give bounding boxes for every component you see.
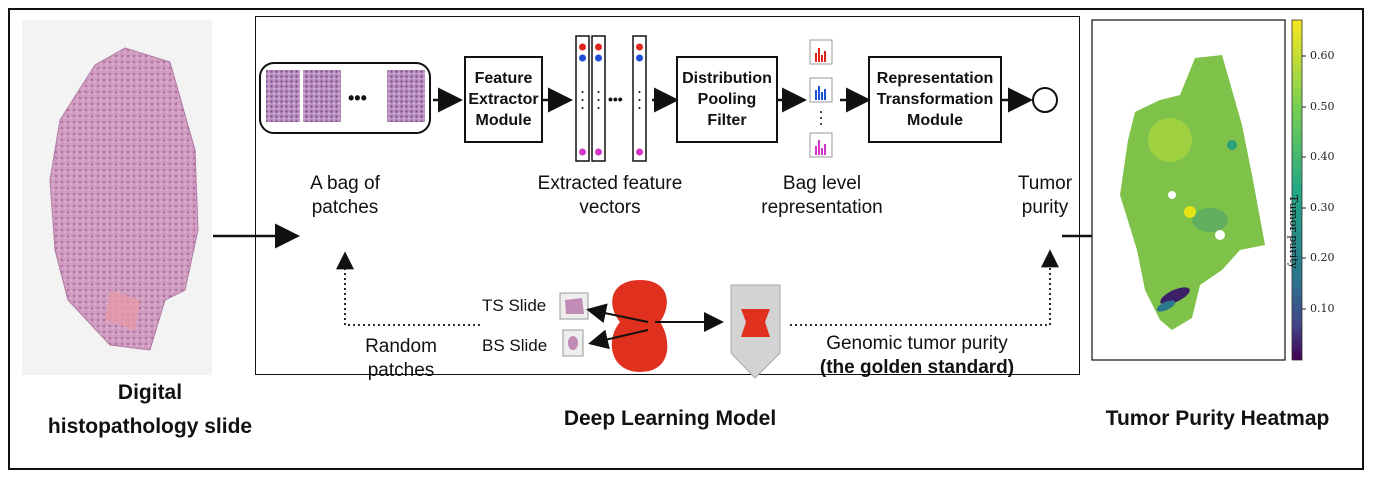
tumor-organ-shape (611, 280, 668, 372)
heatmap-caption: Tumor Purity Heatmap (1105, 407, 1330, 430)
distribution-pooling-filter: Distribution Pooling Filter (676, 56, 778, 143)
patch-1 (266, 70, 300, 122)
random-patches-label: Random patches (365, 336, 437, 381)
vector-ellipsis: ••• (608, 91, 623, 107)
colorbar-tick: 0.30 (1310, 201, 1335, 214)
colorbar-tick: 0.10 (1310, 302, 1335, 315)
bs-slide-label: BS Slide (482, 336, 548, 355)
model-caption: Deep Learning Model (563, 407, 777, 430)
colorbar-label: Tumor purity (1287, 195, 1300, 269)
random-patches-path (336, 251, 480, 326)
genomic-purity-label: Genomic tumor purity (the golden standar… (819, 333, 1015, 378)
tissue-slide (49, 47, 199, 351)
patch-2 (303, 70, 341, 122)
bag-representation-label: Bag level representation (761, 173, 883, 218)
slide-caption-line2: histopathology slide (47, 415, 253, 438)
ts-slide-label: TS Slide (482, 296, 547, 315)
patch-ellipsis: ••• (348, 88, 367, 108)
slide-caption: Digital (117, 381, 183, 404)
representation-transformation-module: Representation Transformation Module (868, 56, 1002, 143)
tumor-purity-output-node (1032, 87, 1058, 113)
feature-extractor-module: Feature Extractor Module (464, 56, 543, 143)
bag-of-patches-label: A bag of patches (310, 173, 380, 218)
patch-3 (387, 70, 425, 122)
feature-vectors-label: Extracted feature vectors (537, 173, 683, 218)
genomic-purity-path (790, 249, 1059, 326)
colorbar (1291, 19, 1303, 361)
tumor-purity-label: Tumor purity (1017, 173, 1073, 218)
colorbar-tick: 0.50 (1310, 100, 1335, 113)
deep-learning-model-box (255, 16, 1080, 375)
figure-frame (8, 8, 1364, 470)
colorbar-tick: 0.40 (1310, 150, 1335, 163)
histogram-icons (809, 39, 833, 158)
colorbar-tick: 0.20 (1310, 251, 1335, 264)
colorbar-tick: 0.60 (1310, 49, 1335, 62)
feature-vectors (575, 35, 647, 162)
